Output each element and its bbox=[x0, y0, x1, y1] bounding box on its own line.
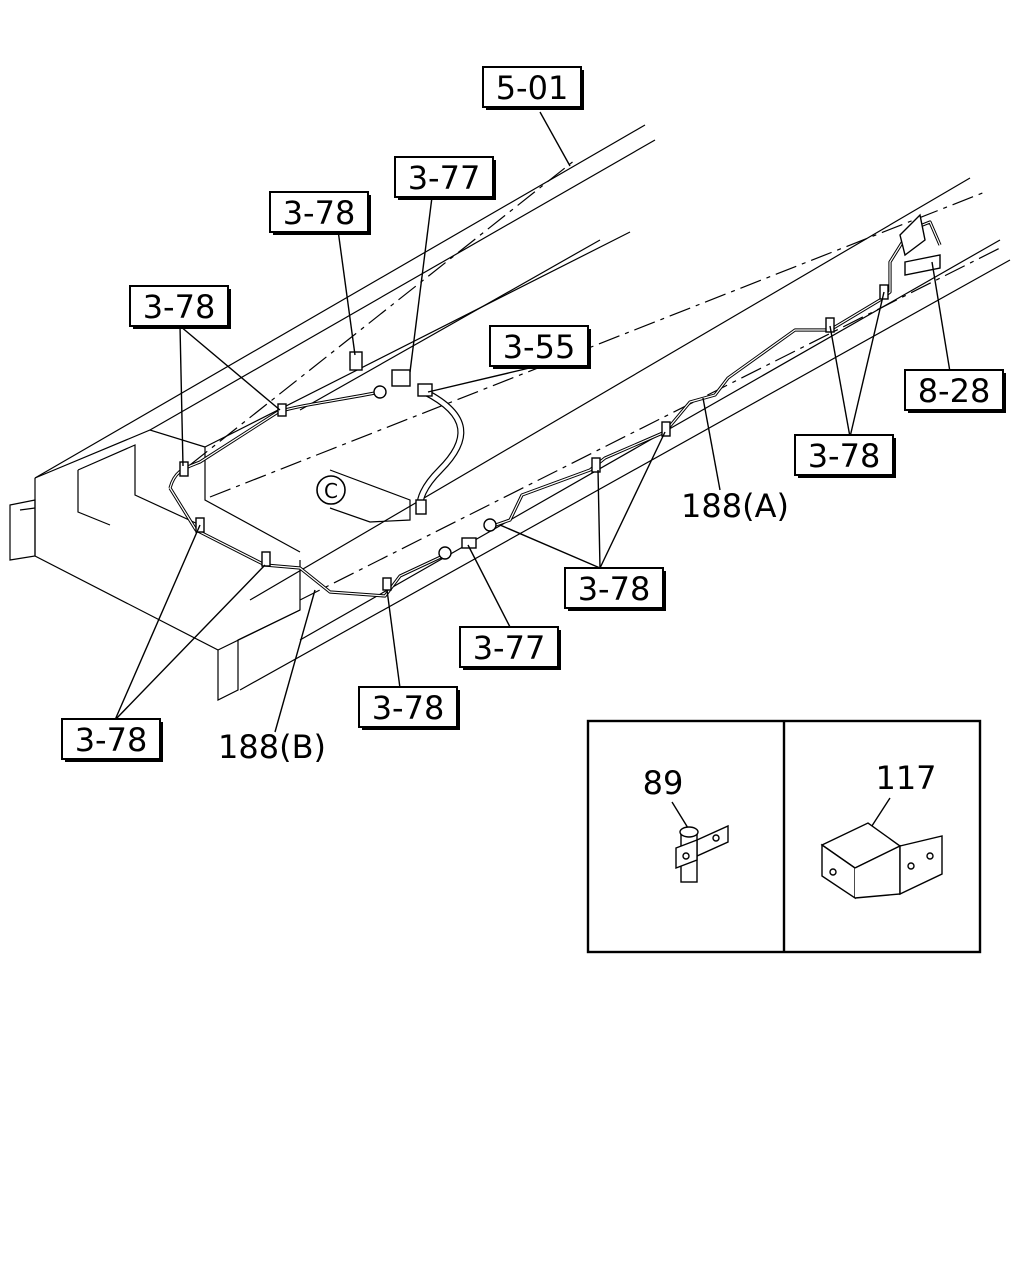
ref-connector-bottom-text: 3-77 bbox=[473, 629, 546, 667]
ref-clips-right-text: 3-78 bbox=[808, 437, 881, 475]
ref-frame-top-text: 5-01 bbox=[496, 69, 569, 107]
ref-clips-center: 3-78 bbox=[564, 567, 666, 611]
ref-connector-top-text: 3-77 bbox=[408, 159, 481, 197]
view-marker-text: C bbox=[324, 479, 338, 503]
ref-bracket-top: 3-78 bbox=[269, 191, 371, 235]
ref-frame-top: 5-01 bbox=[482, 66, 584, 110]
ref-bracket-top-text: 3-78 bbox=[283, 194, 356, 232]
detail-part-89-label: 89 bbox=[643, 764, 684, 802]
detail-part-89-clip bbox=[675, 824, 729, 883]
connectors bbox=[349, 351, 497, 560]
ref-hose: 3-55 bbox=[489, 325, 591, 369]
ref-clips-right: 3-78 bbox=[794, 434, 896, 478]
ref-connector-bottom: 3-77 bbox=[459, 626, 561, 670]
ref-clip-upper-left-text: 3-78 bbox=[143, 288, 216, 326]
ref-connector-top: 3-77 bbox=[394, 156, 496, 200]
ref-hose-text: 3-55 bbox=[503, 328, 576, 366]
ref-end-bracket: 8-28 bbox=[904, 369, 1006, 413]
chassis-frame bbox=[9, 124, 1011, 701]
view-marker: C bbox=[316, 475, 346, 505]
pipe-b-label: 188(B) bbox=[218, 728, 326, 766]
ref-clips-lower-left: 3-78 bbox=[61, 718, 163, 762]
detail-panel: 89 117 bbox=[586, 719, 982, 954]
leader-lines bbox=[114, 111, 951, 733]
ref-clip-bottom: 3-78 bbox=[358, 686, 460, 730]
ref-clips-lower-left-text: 3-78 bbox=[75, 721, 148, 759]
detail-part-117-bracket bbox=[820, 822, 943, 900]
pipe-a-label: 188(A) bbox=[681, 487, 789, 525]
detail-part-117-label: 117 bbox=[875, 759, 936, 797]
ref-end-bracket-text: 8-28 bbox=[918, 372, 991, 410]
ref-clips-center-text: 3-78 bbox=[578, 570, 651, 608]
brake-pipe bbox=[168, 213, 942, 598]
ref-clip-upper-left: 3-78 bbox=[129, 285, 231, 329]
ref-clip-bottom-text: 3-78 bbox=[372, 689, 445, 727]
